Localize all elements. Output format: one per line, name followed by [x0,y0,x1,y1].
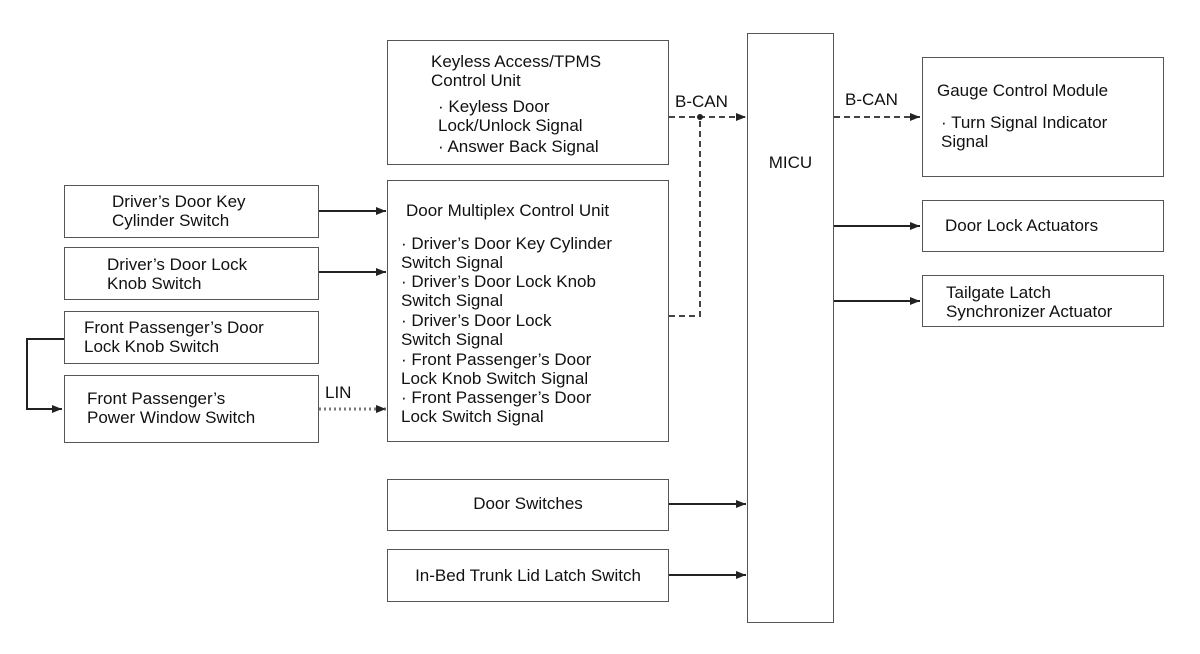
micu-label: MICU [768,153,813,172]
door-mux-line: · Driver’s Door Lock [401,311,552,330]
door-multiplex-control-unit-box: Door Multiplex Control Unit · Driver’s D… [387,180,669,442]
front-passenger-power-window-switch-box: Front Passenger’s Power Window Switch [64,375,319,443]
keyless-item-door-lock-1: · Keyless Door [438,97,550,116]
door-mux-line: Switch Signal [401,330,504,349]
lin-label: LIN [325,383,352,402]
driver-key-line-1: Driver’s Door Key [112,192,246,211]
bcan-junction-dot [697,114,703,120]
door-mux-title: Door Multiplex Control Unit [406,201,610,220]
driver-door-lock-knob-switch-box: Driver’s Door Lock Knob Switch [64,247,319,300]
in-bed-trunk-lid-latch-switch-box: In-Bed Trunk Lid Latch Switch [387,549,669,602]
door-mux-line: · Driver’s Door Key Cylinder [401,234,612,253]
driver-lock-line-2: Knob Switch [107,274,202,293]
door-mux-line: · Front Passenger’s Door [401,388,592,407]
door-mux-line: · Driver’s Door Lock Knob [401,272,596,291]
gauge-title: Gauge Control Module [937,81,1109,100]
keyless-title-line-1: Keyless Access/TPMS [431,52,602,71]
tailgate-line-2: Synchronizer Actuator [946,302,1113,321]
door-mux-line: Lock Switch Signal [401,407,544,426]
gauge-item-line-2: Signal [941,132,989,151]
keyless-title-line-2: Control Unit [431,71,521,90]
tailgate-line-1: Tailgate Latch [946,283,1051,302]
keyless-item-door-lock-2: Lock/Unlock Signal [438,116,583,135]
door-switches-box: Door Switches [387,479,669,531]
gauge-item-line-1: · Turn Signal Indicator [941,113,1108,132]
door-lock-actuators-label: Door Lock Actuators [945,216,1099,235]
connector-front-lock-to-window [26,338,64,413]
front-lock-line-2: Lock Knob Switch [84,337,220,356]
front-lock-line-1: Front Passenger’s Door [84,318,264,337]
door-mux-line: · Front Passenger’s Door [401,350,592,369]
keyless-access-tpms-box: Keyless Access/TPMS Control Unit · Keyle… [387,40,669,165]
micu-box: MICU [747,33,834,623]
bcan-label-right: B-CAN [845,90,898,109]
driver-lock-line-1: Driver’s Door Lock [107,255,248,274]
door-mux-line: Switch Signal [401,291,504,310]
door-switches-label: Door Switches [473,494,583,513]
door-mux-line: Lock Knob Switch Signal [401,369,589,388]
gauge-control-module-box: Gauge Control Module · Turn Signal Indic… [922,57,1164,177]
connector-bcan-mux-drop [669,117,701,317]
tailgate-latch-synchronizer-actuator-box: Tailgate Latch Synchronizer Actuator [922,275,1164,327]
front-passenger-lock-knob-switch-box: Front Passenger’s Door Lock Knob Switch [64,311,319,364]
door-lock-actuators-box: Door Lock Actuators [922,200,1164,252]
keyless-item-answer-back: · Answer Back Signal [438,137,599,156]
front-window-line-2: Power Window Switch [87,408,256,427]
driver-door-key-cylinder-switch-box: Driver’s Door Key Cylinder Switch [64,185,319,238]
trunk-label: In-Bed Trunk Lid Latch Switch [415,566,641,585]
bcan-label-left: B-CAN [675,92,728,111]
front-window-line-1: Front Passenger’s [87,389,226,408]
door-mux-line: Switch Signal [401,253,504,272]
driver-key-line-2: Cylinder Switch [112,211,230,230]
